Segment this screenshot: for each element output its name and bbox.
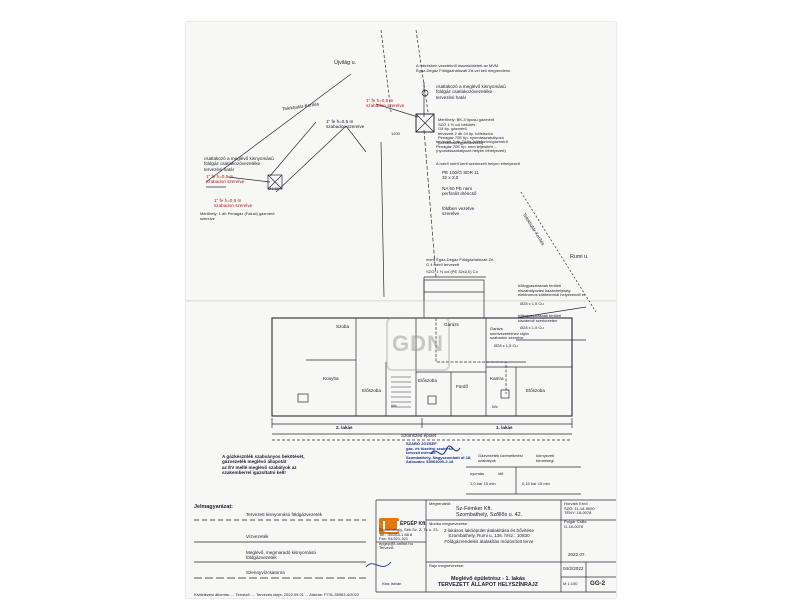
measure-right-note-1: mérő Égáz-Dégáz Földgázhálózati Zrt. G 4… bbox=[426, 257, 495, 267]
footer-note: Kivitelezési állomás: ... Tervező: ... T… bbox=[194, 592, 360, 597]
legend-item-sewer: Szennyvízcsatorna bbox=[246, 570, 285, 575]
pe-spec: PE 100/G SDR 11 32 x 3,0 bbox=[442, 170, 479, 181]
leader-top-note bbox=[375, 103, 419, 118]
tb-project-label: Munka megnevezése: bbox=[429, 521, 469, 526]
designer-stamp: SZABÓ JÓZSEF gáz- és tüzelési szakértő t… bbox=[406, 441, 472, 465]
stove-symbol bbox=[297, 393, 309, 403]
tb-code: GG-2 bbox=[590, 580, 606, 587]
mvm-note: A mérésben vezetékről összeköttetett az … bbox=[416, 63, 511, 73]
tb-company: ÉPGÉP Kft. bbox=[400, 521, 427, 527]
pressure-value-1: 1,0 bar 15 min bbox=[470, 481, 496, 486]
csatlakozo-note-2: csatlakozó a meglévő kisnyomású földgáz … bbox=[204, 156, 274, 172]
leader-left-note bbox=[227, 176, 271, 183]
tb-drawing: Meglévő épületrész - 1. lakás TERVEZETT … bbox=[438, 576, 539, 588]
pressure-value-2: 0,15 bar 15 min bbox=[522, 481, 550, 486]
tb-designer-label: Tervező: bbox=[379, 545, 395, 550]
legend-title: Jelmagyarázat: bbox=[194, 504, 233, 510]
temperature-label: környezeti tömörségi bbox=[536, 453, 555, 463]
room-wc-2: Wc bbox=[492, 404, 498, 409]
right-note-5: Garázs smmvezetékhez rájön szabadon szer… bbox=[490, 326, 529, 341]
tb-right-person-2: Polgár Csilla G-18-0078 bbox=[564, 519, 587, 529]
meter-block-note-2: tervezett 2 db 24 lip. hőfelszívó/gázmér… bbox=[436, 139, 508, 154]
fedes-note-2: 1" fe h=0,5 m szabadon szerelve bbox=[326, 119, 365, 130]
signature-scribble bbox=[430, 445, 461, 455]
meter-box-cross-b bbox=[415, 113, 435, 133]
label-1200: 1200 bbox=[391, 131, 400, 136]
tb-designer: Kiss István bbox=[382, 581, 402, 586]
stairs bbox=[391, 376, 411, 408]
secondary-feed-line bbox=[269, 121, 317, 177]
gas-service-line-main bbox=[423, 129, 437, 278]
disconnect-note: A mérő mérő kerti szerkezeti helyen elhe… bbox=[436, 161, 520, 166]
fedes-note-3: 1" fe h=0,5 m szabadon szerelve bbox=[206, 174, 245, 185]
pressure-label-ido: idő bbox=[498, 471, 504, 476]
tb-drawing-label: Rajz megnevezése: bbox=[429, 563, 465, 568]
unit-2-label: 2. lakás bbox=[336, 425, 353, 430]
room-wc-1: Wc bbox=[391, 403, 397, 408]
tb-scale: M 1:100 bbox=[563, 581, 578, 586]
room-szoba: Szoba bbox=[336, 324, 350, 329]
unit-1-label: 1. lakás bbox=[496, 425, 513, 430]
fixture-symbol bbox=[427, 395, 437, 405]
street-label-top: Újvilág u. bbox=[334, 60, 357, 66]
signature-scribble-2 bbox=[365, 561, 392, 568]
foldben-note: földben vezetve szerelve bbox=[442, 206, 475, 217]
street-boundary-line-b bbox=[415, 29, 429, 113]
company-logo-icon bbox=[379, 518, 399, 534]
legend-item-planned-gas: Tervezett kisnyomású földgázvezeték bbox=[246, 512, 323, 517]
tb-company-address: Szombathely, Sék Sz. Z. Ts u. 23. Tel.: … bbox=[379, 527, 439, 546]
annex-outline bbox=[423, 279, 485, 319]
lot-line-upper-left bbox=[205, 73, 352, 183]
watermark: GDN bbox=[386, 317, 450, 371]
csatlakozo-note-1: csatlakozó a meglévő kisnyomású földgáz … bbox=[436, 84, 506, 100]
street-label-right: Rumi u. bbox=[570, 254, 589, 260]
room-furdo: Fürdő bbox=[456, 384, 469, 389]
pressure-label-nyomas: nyomás bbox=[470, 471, 485, 476]
lot-corner-left-a bbox=[345, 125, 367, 153]
neighbour-building-label: Szomszéd épület bbox=[401, 433, 437, 438]
measure-right-note-2: SZÓ: 1 ½ col (PE 32x3,0) Co bbox=[426, 269, 478, 274]
leader-right-notes bbox=[515, 306, 587, 319]
tb-project: 2 lakásos lakóépület átalakítása és bőví… bbox=[444, 528, 534, 544]
legend-item-water: Vízvezeték bbox=[246, 534, 269, 539]
right-note-6: Ø28 x 1,5 Cu bbox=[494, 343, 518, 348]
room-eloszoba-2: Előszoba bbox=[418, 378, 437, 383]
tb-client-label: Megrendelő: bbox=[429, 501, 452, 506]
room-garazs: Garázs bbox=[444, 322, 459, 327]
boiler-symbol bbox=[500, 389, 510, 399]
site-plan-drawing bbox=[194, 29, 616, 593]
tb-sheet: 04/2/2022 bbox=[563, 566, 584, 571]
right-note-3: hőfogyasztásnak területi kiszámolt szerk… bbox=[518, 313, 562, 323]
drawing-sheet: GDN Újvilág u. A mérésben vezetékről öss… bbox=[186, 22, 616, 598]
tb-right-person-1: Horváth Ernő SZÓ: 11-18-9000 TÉNY: 18-00… bbox=[564, 501, 595, 516]
na-spec: NA 50 PE nem perforált dréncső bbox=[442, 186, 477, 197]
lot-corner-left-b bbox=[275, 125, 347, 193]
meter-box bbox=[415, 113, 435, 133]
room-eloszoba-1: Előszoba bbox=[362, 388, 381, 393]
tb-date: 2022.07. bbox=[568, 552, 586, 557]
room-eloszoba-3: Előszoba bbox=[526, 388, 545, 393]
indoor-gas-pipe bbox=[435, 318, 507, 394]
tb-client: Sz-Fémker Kft. Szombathely, Szőllős u. 4… bbox=[456, 506, 523, 518]
street-boundary-line-a bbox=[380, 29, 392, 113]
room-kamra: Kamra bbox=[490, 376, 504, 381]
fedes-note-1: 1" fe h=0,5 m szabadon szerelve bbox=[366, 98, 405, 109]
valve-symbol-top bbox=[421, 89, 429, 97]
scale-m150: M1:50 bbox=[268, 186, 280, 191]
fence-line-right bbox=[520, 191, 597, 313]
right-note-1: hőfogyasztásnak területi elszabályozási … bbox=[518, 283, 585, 298]
right-note-4: Ø28 x 1,5 Cu bbox=[520, 325, 544, 330]
sheet-fold bbox=[186, 300, 616, 302]
gas-safety-note: A gázkészülék szabványos bekötését, gázv… bbox=[222, 454, 305, 476]
legend-item-existing-gas: Meglévő, megmaradó kisnyomású földgázvez… bbox=[246, 550, 316, 561]
room-konyha: Konyha bbox=[323, 376, 339, 381]
left-plot-boundary bbox=[380, 141, 385, 298]
right-note-2: Ø28 x 1,5 Cu bbox=[520, 301, 544, 306]
measure-left-note: Mérőhely: 1 db Penagáz (Falusi) gázmérő … bbox=[200, 211, 275, 221]
secondary-meter-cross-b bbox=[267, 174, 283, 190]
fedes-note-4: 1" fe h=0,5 m szabadon szerelve bbox=[214, 198, 253, 209]
meter-block-note: Mérőhely: BK-3 típusú gázmérő SZÓ 1 ½ co… bbox=[438, 117, 504, 145]
legend-symbols bbox=[194, 519, 366, 579]
gazvezetek-header: Gázvezeték üzemeltetési szabályok bbox=[478, 453, 523, 463]
